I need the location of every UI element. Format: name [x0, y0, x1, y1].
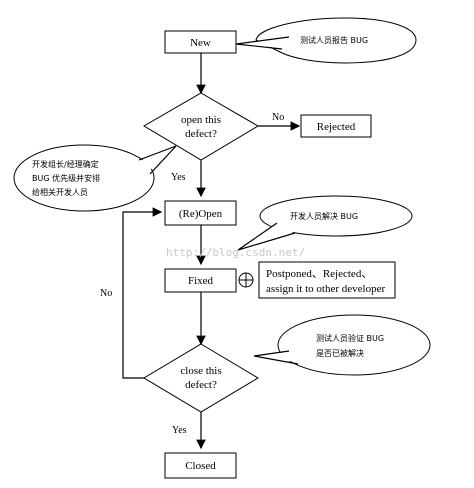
- state-reopen-label: (Re)Open: [179, 208, 223, 220]
- decision-close-defect: close this defect?: [143, 343, 259, 413]
- edge-label-close-no: No: [100, 288, 112, 299]
- outcome-box: Postponed、Rejected、 assign it to other d…: [258, 261, 396, 299]
- state-new-label: New: [190, 37, 211, 49]
- callout-tester-reports: 测试人员报告 BUG: [235, 17, 417, 64]
- watermark: http://blog.csdn.net/: [166, 246, 305, 259]
- state-fixed-label: Fixed: [188, 275, 214, 287]
- callout-manager-assigns: 开发组长/经理确定 BUG 优先级并安排 给相关开发人员: [13, 144, 177, 212]
- callout-developer-fixes: 开发人员解决 BUG: [237, 195, 413, 251]
- decision-open-line-2: defect?: [185, 128, 217, 140]
- state-reopen: (Re)Open: [164, 200, 237, 226]
- circle-plus-icon: [238, 272, 254, 288]
- state-fixed: Fixed: [164, 268, 237, 293]
- callout-tester-verifies: 测试人员验证 BUG 是否已被解决: [253, 314, 431, 376]
- state-closed: Closed: [164, 452, 237, 479]
- decision-close-line-1: close this: [180, 365, 221, 377]
- state-rejected-label: Rejected: [317, 121, 356, 133]
- decision-open-defect: open this defect?: [143, 92, 259, 161]
- edge-label-open-no: No: [272, 112, 284, 123]
- callout-manager-line-3: 给相关开发人员: [32, 187, 88, 197]
- decision-open-line-1: open this: [181, 114, 221, 126]
- callout-manager-line-1: 开发组长/经理确定: [32, 159, 99, 169]
- outcome-line-2: assign it to other developer: [266, 283, 385, 295]
- state-rejected: Rejected: [300, 114, 372, 138]
- decision-close-line-2: defect?: [185, 379, 217, 391]
- edge-label-close-yes: Yes: [172, 425, 187, 436]
- edge-label-open-yes: Yes: [171, 172, 186, 183]
- connectors: [122, 53, 301, 450]
- state-new: New: [164, 30, 237, 54]
- callout-tester-line-2: 是否已被解决: [316, 348, 364, 358]
- close-no-loop-arrow: [122, 207, 163, 379]
- callout-tester-reports-text: 测试人员报告 BUG: [300, 35, 368, 45]
- outcome-line-1: Postponed、Rejected、: [266, 268, 372, 280]
- state-closed-label: Closed: [185, 460, 216, 472]
- callout-developer-fixes-text: 开发人员解决 BUG: [290, 211, 358, 221]
- callout-tester-line-1: 测试人员验证 BUG: [316, 333, 384, 343]
- callout-manager-line-2: BUG 优先级并安排: [32, 173, 100, 183]
